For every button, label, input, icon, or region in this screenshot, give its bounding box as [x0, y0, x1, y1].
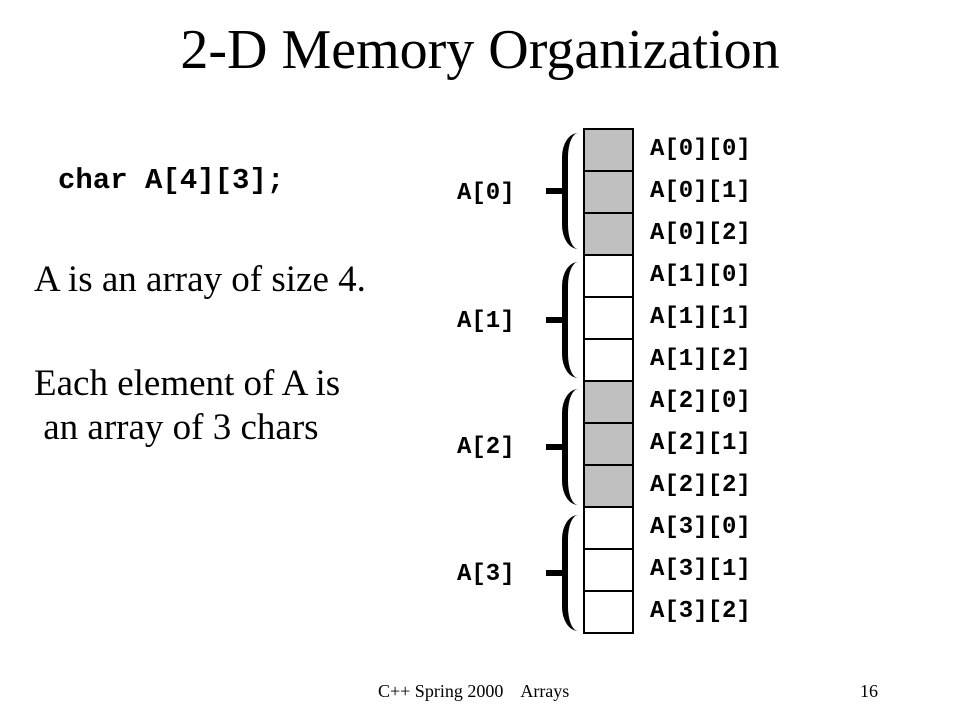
memory-column	[583, 128, 634, 634]
cell-label-a01: A[0][1]	[650, 178, 751, 205]
slide-title: 2-D Memory Organization	[180, 19, 780, 81]
memory-cell-a12	[585, 340, 632, 382]
cell-label-a31: A[3][1]	[650, 556, 751, 583]
cell-label-a21: A[2][1]	[650, 430, 751, 457]
cell-label-a00: A[0][0]	[650, 136, 751, 163]
memory-cell-a31	[585, 550, 632, 592]
row-label-a1: A[1]	[457, 308, 515, 335]
memory-cell-a22	[585, 466, 632, 508]
memory-cell-a01	[585, 172, 632, 214]
memory-cell-a11	[585, 298, 632, 340]
cell-label-a02: A[0][2]	[650, 220, 751, 247]
memory-cell-a32	[585, 592, 632, 634]
memory-cell-a10	[585, 256, 632, 298]
array-declaration: char A[4][3];	[58, 164, 285, 197]
brace-tip-row-0	[546, 188, 564, 194]
footer-course: C++ Spring 2000 Arrays	[378, 681, 570, 701]
brace-tip-row-2	[546, 444, 564, 450]
brace-row-1	[562, 262, 588, 378]
memory-cell-a30	[585, 508, 632, 550]
brace-row-3	[562, 515, 588, 631]
memory-cell-a00	[585, 130, 632, 172]
description-size: A is an array of size 4.	[34, 259, 366, 300]
cell-label-a11: A[1][1]	[650, 304, 751, 331]
description-elements: Each element of A is an array of 3 chars	[34, 363, 341, 448]
row-label-a2: A[2]	[457, 434, 515, 461]
cell-label-a12: A[1][2]	[650, 346, 751, 373]
brace-tip-row-3	[546, 570, 564, 576]
brace-row-0	[562, 133, 588, 249]
page-number: 16	[860, 681, 878, 701]
memory-cell-a21	[585, 424, 632, 466]
row-label-a0: A[0]	[457, 180, 515, 207]
row-label-a3: A[3]	[457, 561, 515, 588]
brace-tip-row-1	[546, 317, 564, 323]
memory-cell-a20	[585, 382, 632, 424]
cell-label-a30: A[3][0]	[650, 514, 751, 541]
memory-cell-a02	[585, 214, 632, 256]
cell-label-a32: A[3][2]	[650, 598, 751, 625]
cell-label-a22: A[2][2]	[650, 472, 751, 499]
cell-label-a20: A[2][0]	[650, 388, 751, 415]
brace-row-2	[562, 389, 588, 505]
cell-label-a10: A[1][0]	[650, 262, 751, 289]
